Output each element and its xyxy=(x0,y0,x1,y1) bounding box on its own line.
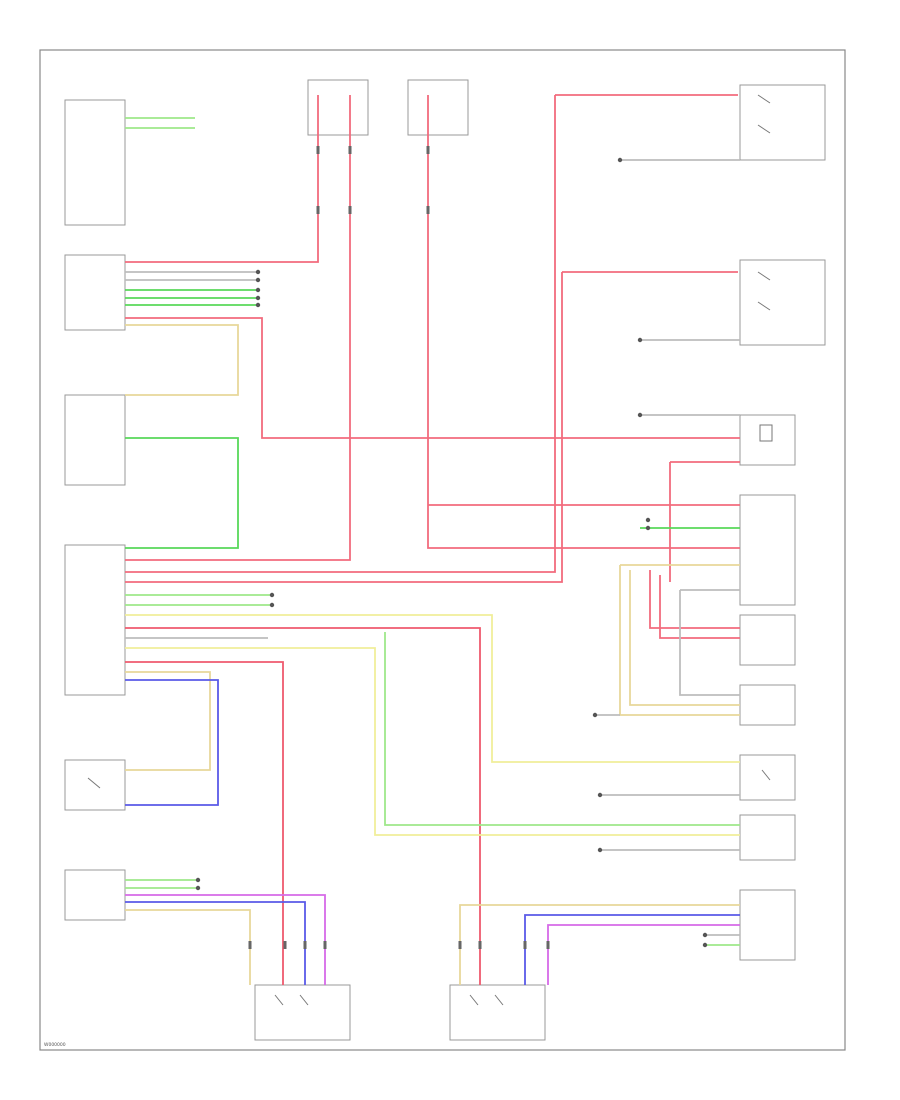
wire-yellow-30 xyxy=(125,647,740,836)
box-right-motor xyxy=(449,984,546,1041)
wire-tan-36 xyxy=(125,671,211,771)
splice-point-12 xyxy=(637,337,643,343)
diagram-border xyxy=(39,49,846,1051)
wire-red-1 xyxy=(125,95,351,561)
splice-point-18 xyxy=(645,525,651,531)
box-left-switch xyxy=(739,259,826,346)
wire-blue-37 xyxy=(125,679,219,806)
connector-pin-11 xyxy=(478,941,482,949)
switch-contact-2 xyxy=(757,124,771,134)
wire-pink-13 xyxy=(125,627,481,985)
splice-point-0 xyxy=(255,269,261,275)
splice-point-6 xyxy=(269,602,275,608)
wire-pink-14 xyxy=(125,661,284,985)
wire-lightgreen-24 xyxy=(384,632,740,826)
wire-yellow-29 xyxy=(125,614,740,763)
wire-tan-35 xyxy=(459,904,740,985)
wire-group xyxy=(125,94,740,985)
connector-pin-10 xyxy=(458,941,462,949)
switch-contact-4 xyxy=(757,301,771,311)
wire-red-2 xyxy=(427,95,740,549)
splice-point-1 xyxy=(255,277,261,283)
splice-point-7 xyxy=(195,877,201,883)
wire-red-11 xyxy=(659,575,740,639)
splice-point-8 xyxy=(195,885,201,891)
connector-pin-13 xyxy=(546,941,550,949)
splice-point-2 xyxy=(255,287,261,293)
wire-tan-34 xyxy=(125,909,251,985)
splice-point-5 xyxy=(269,592,275,598)
connector-pin-1 xyxy=(316,206,320,214)
motor-contact-3 xyxy=(469,994,479,1006)
connector-pin-12 xyxy=(523,941,527,949)
wire-red-10 xyxy=(649,570,740,629)
connector-pins xyxy=(248,146,550,949)
lock-switch-contact xyxy=(761,769,771,781)
box-relay xyxy=(739,414,796,466)
box-audio xyxy=(64,869,126,921)
box-pass-door-control xyxy=(739,889,796,961)
switch-contact-3 xyxy=(757,271,771,281)
box-lock-switch xyxy=(739,754,796,801)
splice-point-9 xyxy=(702,932,708,938)
box-central-module xyxy=(64,254,126,331)
connector-pin-6 xyxy=(248,941,252,949)
motor-contact-1 xyxy=(274,994,284,1006)
connector-pin-4 xyxy=(426,146,430,154)
box-trunk-switch xyxy=(739,684,796,726)
footer-id: W000000 xyxy=(44,1042,66,1048)
splice-point-4 xyxy=(255,302,261,308)
wire-tan-28 xyxy=(125,324,239,396)
wire-violet-39 xyxy=(125,894,326,985)
motor-contact-4 xyxy=(494,994,504,1006)
box-trunk-lid xyxy=(64,759,126,811)
wire-violet-41 xyxy=(547,924,740,985)
relay-coil xyxy=(759,424,773,442)
box-right-control xyxy=(739,814,796,861)
splice-point-16 xyxy=(597,847,603,853)
connector-pin-8 xyxy=(303,941,307,949)
connector-pin-3 xyxy=(348,206,352,214)
wire-red-7 xyxy=(125,317,740,439)
splice-point-15 xyxy=(597,792,603,798)
splice-point-3 xyxy=(255,295,261,301)
splice-point-10 xyxy=(702,942,708,948)
box-fuse-block-1 xyxy=(307,79,369,136)
trunk-switch-contact xyxy=(87,777,101,789)
wire-green-20 xyxy=(125,437,239,549)
wire-blue-38 xyxy=(125,901,306,985)
connector-pin-0 xyxy=(316,146,320,154)
box-rem xyxy=(64,394,126,486)
wire-red-0 xyxy=(125,95,319,263)
splice-point-11 xyxy=(617,157,623,163)
splice-point-17 xyxy=(645,517,651,523)
box-rear-module xyxy=(64,544,126,696)
connector-pin-9 xyxy=(323,941,327,949)
wire-blue-40 xyxy=(524,914,740,985)
box-ecm-left xyxy=(64,99,126,226)
box-door-module xyxy=(739,494,796,606)
wire-tan-33 xyxy=(629,570,740,706)
box-right-switch xyxy=(739,84,826,161)
box-fuse-block-2 xyxy=(407,79,469,136)
wire-grey-44 xyxy=(679,590,740,696)
wire-red-6 xyxy=(125,272,563,583)
connector-pin-7 xyxy=(283,941,287,949)
connector-pin-5 xyxy=(426,206,430,214)
splice-point-13 xyxy=(637,412,643,418)
connector-pin-2 xyxy=(348,146,352,154)
motor-contact-2 xyxy=(299,994,309,1006)
ground-points xyxy=(195,157,708,948)
switch-symbols xyxy=(87,94,773,1006)
splice-point-14 xyxy=(592,712,598,718)
switch-contact-1 xyxy=(757,94,771,104)
wire-red-4 xyxy=(125,95,556,573)
box-left-motor xyxy=(254,984,351,1041)
box-passenger-module xyxy=(739,614,796,666)
